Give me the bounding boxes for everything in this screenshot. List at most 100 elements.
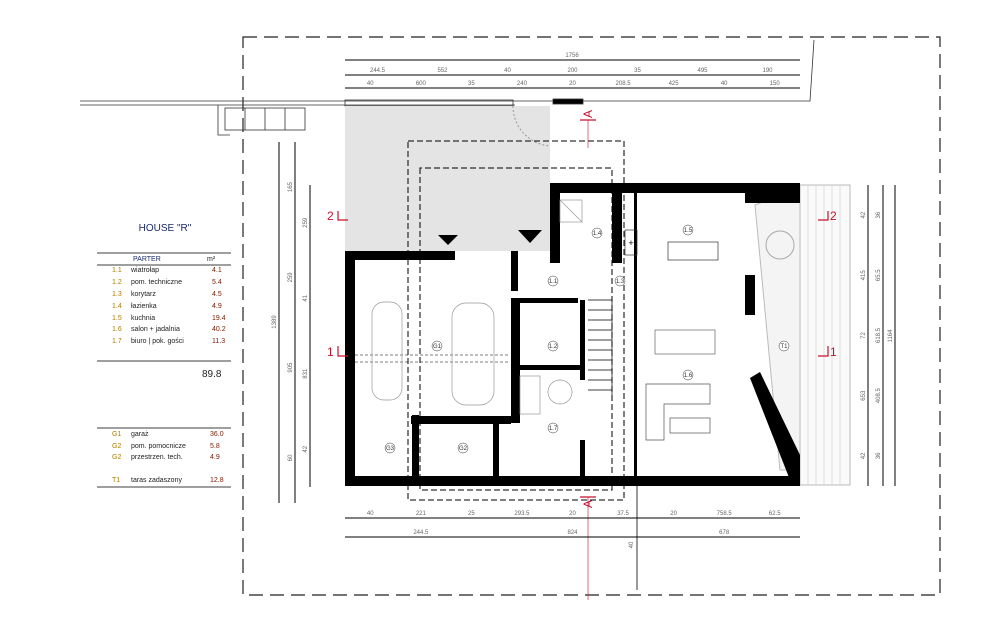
- legend-room-code: 1.4: [112, 303, 122, 310]
- room-tag: G2: [459, 446, 468, 452]
- dim-label: 150: [770, 81, 781, 87]
- entry-arrow-icon: [518, 230, 542, 243]
- legend-room-name: łazienka: [131, 303, 157, 310]
- legend-other-area: 4.9: [210, 454, 220, 461]
- dim-label: 415: [861, 270, 867, 281]
- dim-label: 35: [634, 68, 641, 74]
- furniture: [371, 199, 719, 441]
- paved-driveway: [345, 106, 550, 251]
- dim-label: 208.5: [616, 81, 632, 87]
- legend-other-area: 36.0: [210, 431, 224, 438]
- area-legend: HOUSE "R" PARTER m² 1.1 wiatrołap 4.1 1.2 po…: [97, 223, 231, 488]
- legend-other-name: garaż: [131, 431, 149, 438]
- roof-outline: [407, 140, 625, 501]
- legend-room-area: 4.1: [212, 267, 222, 274]
- dimension-lines: [278, 59, 896, 538]
- room-tags: 1.1 1.2 1.3 1.4 1.5 1.6 1.7 G1 G2 G3 T1: [384, 224, 790, 454]
- room-tag: T1: [780, 344, 788, 350]
- fence: [80, 39, 815, 136]
- dim-label: 259: [288, 272, 294, 283]
- plot-boundary: [242, 36, 941, 596]
- page-title: HOUSE "R": [139, 223, 192, 234]
- entry-arrow-icon: [438, 235, 458, 245]
- dim-label: 618.5: [876, 327, 882, 343]
- dim-label: 190: [762, 68, 773, 74]
- legend-other-name: pom. pomocnicze: [131, 443, 186, 450]
- dim-label: 37.5: [617, 511, 629, 517]
- legend-other-area: 5.8: [210, 443, 220, 450]
- dim-label: 36: [876, 211, 882, 218]
- dim-label: 36: [876, 452, 882, 459]
- level-header: PARTER: [133, 256, 161, 263]
- dim-label: 200: [567, 68, 578, 74]
- dim-label: 831: [303, 368, 309, 379]
- dim-label: 1389: [272, 315, 278, 329]
- legend-room-area: 4.5: [212, 291, 222, 298]
- cooktop-plus-icon: +: [628, 238, 633, 248]
- legend-other-name: taras zadaszony: [131, 477, 182, 484]
- legend-room-area: 5.4: [212, 279, 222, 286]
- legend-room-name: salon + jadalnia: [131, 326, 180, 333]
- dim-label: 40: [504, 68, 511, 74]
- dim-label: 905: [288, 362, 294, 373]
- dim-label: 552: [437, 68, 448, 74]
- dim-label: 40: [367, 511, 374, 517]
- section-a-label-top: A: [581, 110, 595, 118]
- dim-label: 653: [861, 390, 867, 401]
- unit-header: m²: [207, 256, 216, 263]
- legend-room-name: korytarz: [131, 291, 156, 298]
- dim-label: 72: [861, 332, 867, 339]
- room-tag: 1.1: [549, 279, 558, 285]
- legend-room-code: 1.2: [112, 279, 122, 286]
- dim-label: 62.5: [769, 511, 781, 517]
- legend-room-name: biuro | pok. gości: [131, 338, 184, 345]
- section-2-label-right: 2: [830, 209, 837, 223]
- room-tag: 1.3: [616, 279, 625, 285]
- legend-room-code: 1.1: [112, 267, 122, 274]
- dim-label: 1164: [888, 329, 894, 343]
- legend-room-name: pom. techniczne: [131, 279, 182, 286]
- legend-room-code: 1.5: [112, 315, 122, 322]
- legend-other-code: G2: [112, 443, 121, 450]
- dim-label: 758.5: [717, 511, 733, 517]
- legend-other-code: T1: [112, 477, 120, 484]
- legend-room-area: 4.9: [212, 303, 222, 310]
- legend-room-area: 19.4: [212, 315, 226, 322]
- dim-label: 221: [416, 511, 427, 517]
- staircase: [588, 299, 613, 400]
- dim-label: 678: [719, 530, 730, 536]
- dim-label: 495: [697, 68, 708, 74]
- legend-other-name: przestrzen. tech.: [131, 454, 183, 461]
- dim-label: 41: [303, 294, 309, 301]
- dim-label: 259: [303, 217, 309, 228]
- total-area: 89.8: [202, 369, 222, 380]
- room-tag: 1.5: [684, 228, 693, 234]
- dim-label: 240: [517, 81, 528, 87]
- legend-room-area: 40.2: [212, 326, 226, 333]
- dim-label: 25: [468, 511, 475, 517]
- legend-other-area: 12.8: [210, 477, 224, 484]
- dim-label: 20: [569, 511, 576, 517]
- legend-room-code: 1.7: [112, 338, 122, 345]
- terrace: [754, 184, 851, 486]
- section-2-label-left: 2: [327, 209, 334, 223]
- legend-room-code: 1.3: [112, 291, 122, 298]
- dim-label: 65.5: [876, 269, 882, 281]
- legend-room-name: wiatrołap: [130, 267, 159, 274]
- room-tag: 1.4: [593, 231, 602, 237]
- walls: [345, 183, 800, 486]
- dim-label: 40: [629, 541, 635, 548]
- dim-label: 20: [670, 511, 677, 517]
- legend-room-area: 11.3: [212, 338, 225, 345]
- dim-label: 20: [569, 81, 576, 87]
- section-a-label-bottom: A: [581, 500, 595, 508]
- dim-label: 42: [861, 452, 867, 459]
- dim-label: 824: [567, 530, 578, 536]
- room-tag: G1: [433, 344, 442, 350]
- gate-swing: [512, 105, 551, 147]
- dim-label: 244.5: [413, 530, 429, 536]
- room-tag: 1.6: [684, 373, 693, 379]
- legend-other-code: G1: [112, 431, 121, 438]
